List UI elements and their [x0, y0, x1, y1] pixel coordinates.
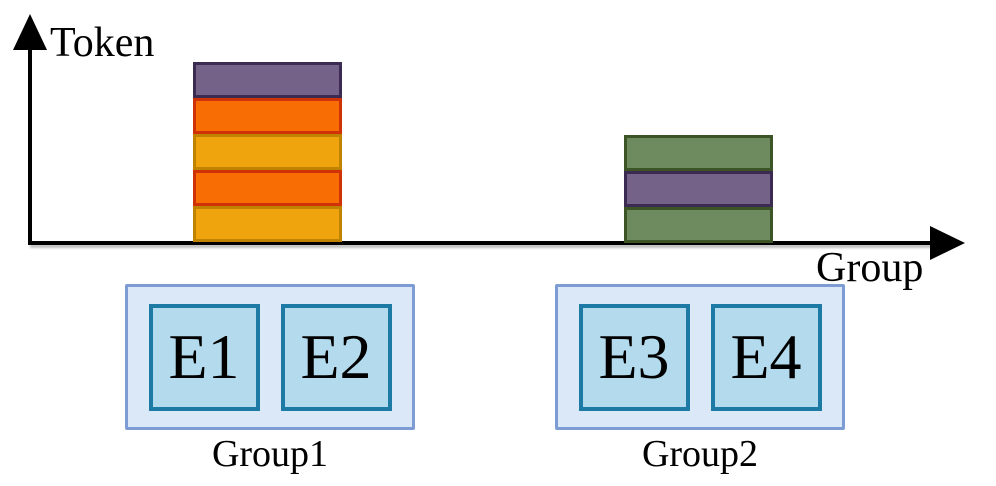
expert-box-e1: E1 — [148, 303, 260, 411]
y-axis-line — [28, 44, 32, 245]
bar-segment-orange — [193, 98, 342, 134]
expert-box-e4: E4 — [710, 303, 822, 411]
x-axis-line — [28, 241, 936, 245]
bar-segment-purple — [193, 62, 342, 98]
bar-segment-amber — [193, 134, 342, 170]
stacked-bar-group2 — [624, 135, 773, 243]
expert-box-e2: E2 — [280, 303, 392, 411]
x-axis-arrowhead-icon — [930, 226, 965, 260]
bar-segment-green — [624, 207, 773, 243]
bar-segment-green — [624, 135, 773, 171]
expert-box-e3: E3 — [578, 303, 690, 411]
stacked-bar-group1 — [193, 62, 342, 242]
bar-segment-orange — [193, 170, 342, 206]
group1-caption: Group1 — [211, 433, 329, 475]
y-axis-label: Token — [50, 20, 155, 66]
group2-caption: Group2 — [641, 433, 759, 475]
bar-segment-amber — [193, 206, 342, 242]
x-axis-label: Group — [816, 245, 924, 291]
bar-segment-purple — [624, 171, 773, 207]
